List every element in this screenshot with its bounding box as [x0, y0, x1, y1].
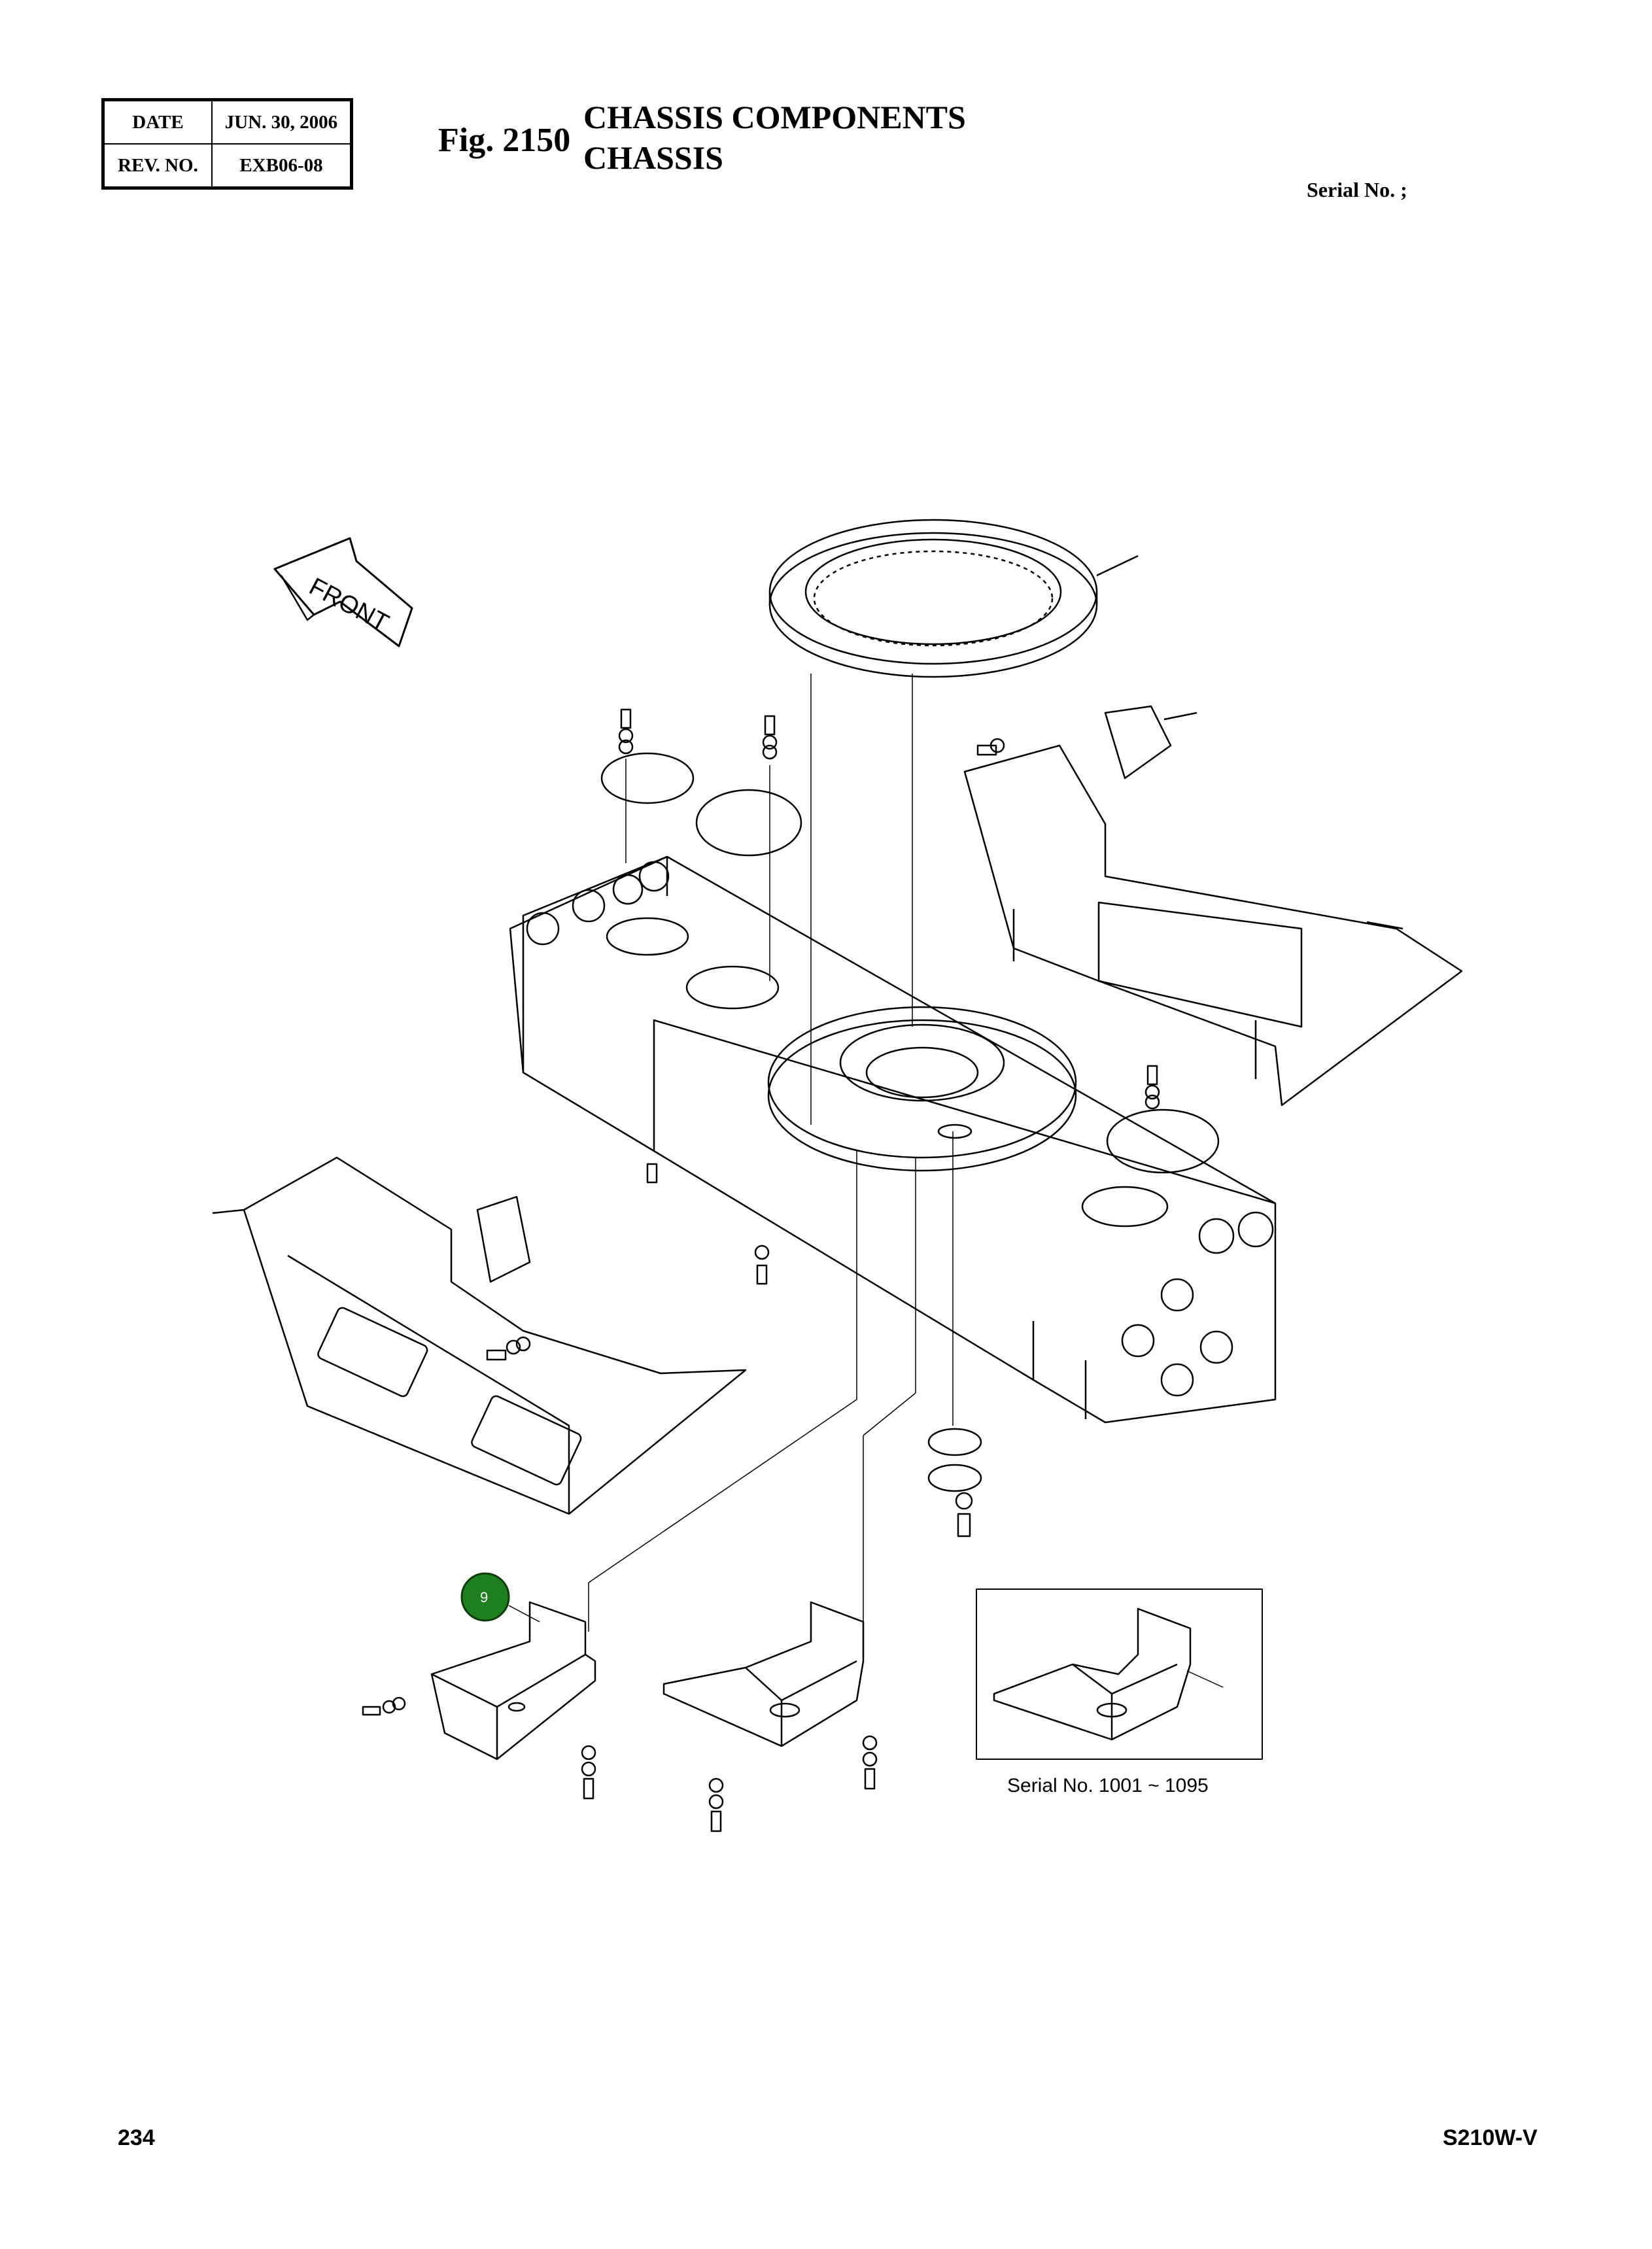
title-sub: CHASSIS [583, 139, 723, 176]
bolts-washers [486, 708, 1160, 1537]
inset-caption: Serial No. 1001 ~ 1095 [1007, 1775, 1209, 1796]
chassis-frame [509, 855, 1277, 1424]
cover-plates [600, 752, 1220, 1492]
title-main: CHASSIS COMPONENTS [583, 99, 966, 135]
page-title: CHASSIS COMPONENTS CHASSIS [583, 97, 966, 178]
lower-cover-center [663, 1601, 878, 1832]
model-name: S210W-V [1443, 2125, 1538, 2150]
lower-cover-9 [362, 1601, 596, 1800]
rev-label: REV. NO. [104, 144, 212, 187]
callout-9[interactable]: 9 [460, 1572, 540, 1622]
figure-number: Fig. 2150 [438, 122, 571, 159]
revision-table: DATE JUN. 30, 2006 REV. NO. EXB06-08 [101, 98, 353, 190]
callout-9-label: 9 [480, 1589, 488, 1605]
serial-inset: Serial No. 1001 ~ 1095 [976, 1588, 1263, 1796]
date-value: JUN. 30, 2006 [212, 101, 351, 144]
front-arrow: FRONT [273, 537, 413, 647]
leader-lines [588, 674, 954, 1635]
left-fender-box [212, 1156, 747, 1515]
date-label: DATE [104, 101, 212, 144]
serial-label: Serial No. ; [1307, 178, 1407, 201]
right-fender-box [963, 705, 1463, 1107]
swing-bearing-ring [768, 519, 1139, 678]
rev-value: EXB06-08 [212, 144, 351, 187]
page-number: 234 [118, 2125, 155, 2150]
